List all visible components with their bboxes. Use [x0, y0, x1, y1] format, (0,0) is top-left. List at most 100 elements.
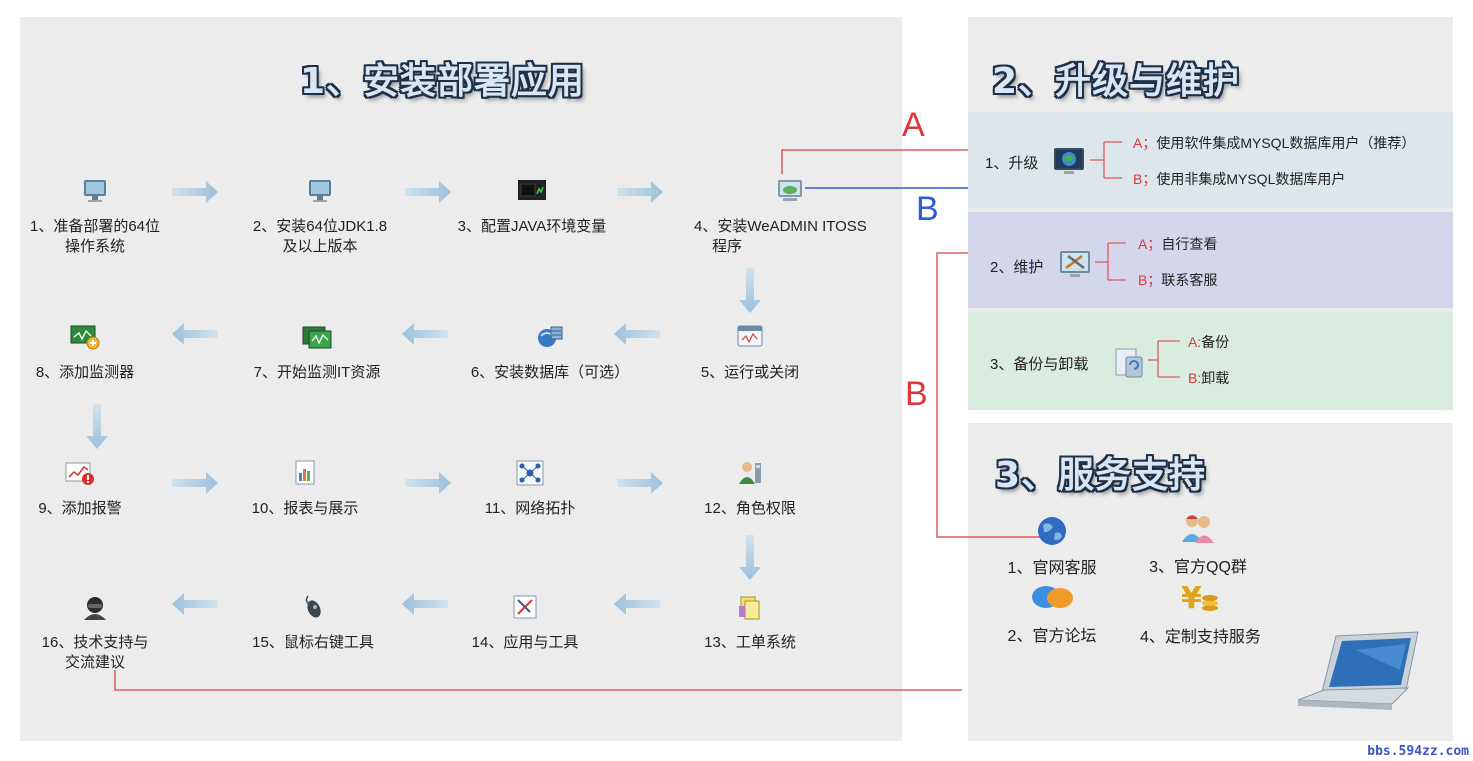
database-icon: [538, 326, 563, 347]
arrow-left: [614, 593, 660, 615]
option-text: 使用软件集成MYSQL数据库用户（推荐）: [1156, 135, 1416, 151]
arrow-left: [614, 323, 660, 345]
upgrade-band: [968, 112, 1453, 208]
maintain-label: 2、维护: [990, 259, 1044, 276]
option-tag: B；: [1133, 171, 1157, 187]
tools-icon: [513, 595, 537, 619]
service-label: 1、官网客服: [1007, 560, 1097, 577]
arrow-down: [86, 404, 108, 449]
service-custom-support[interactable]: ¥ 4、定制支持服务: [1140, 578, 1261, 647]
option-tag: A:: [1188, 334, 1202, 350]
arrow-left: [172, 593, 218, 615]
step-16: 16、技术支持与 交流建议: [0, 594, 190, 673]
ticket-icon: [739, 596, 760, 620]
arrow-down: [739, 535, 761, 580]
step-9: 9、添加报警: [0, 460, 160, 519]
watermark: bbs.594zz.com: [1367, 744, 1469, 759]
maintain-bracket: [1095, 242, 1126, 281]
step-2: 2、安装64位JDK1.8 及以上版本: [225, 178, 415, 257]
arrow-right: [172, 472, 218, 494]
option-text: 使用非集成MYSQL数据库用户: [1156, 171, 1346, 187]
option-tag: A；: [1138, 236, 1162, 252]
mouse-icon: [305, 595, 321, 618]
arrow-right: [617, 181, 663, 203]
connector-b-label: B: [916, 190, 939, 228]
service-label: 4、定制支持服务: [1140, 629, 1261, 646]
backup-bracket: [1148, 340, 1180, 378]
upgrade-option-b: B；使用非集成MYSQL数据库用户: [1133, 169, 1345, 189]
step-11: 11、网络拓扑: [435, 460, 625, 519]
add-monitor-icon: [70, 325, 100, 350]
arrow-left: [402, 593, 448, 615]
laptop-icon: [1297, 631, 1419, 710]
step-label: 9、添加报警: [38, 500, 122, 517]
step-sub: 程序: [712, 238, 743, 255]
yen-coins-icon: ¥: [1181, 581, 1218, 616]
step-label: 15、鼠标右键工具: [252, 634, 374, 651]
option-text: 自行查看: [1161, 236, 1218, 252]
arrow-left: [172, 323, 218, 345]
flow-arrows: [86, 181, 761, 615]
arrow-right: [617, 472, 663, 494]
service-label: 3、官方QQ群: [1149, 559, 1247, 576]
connector-b2-line: [936, 252, 1040, 538]
option-tag: A；: [1133, 135, 1157, 151]
monitor-icon: [309, 180, 331, 202]
step-label: 16、技术支持与: [41, 634, 149, 651]
option-text: 备份: [1201, 334, 1230, 350]
step-label: 10、报表与展示: [251, 500, 359, 517]
backup-option-a: A:备份: [1188, 332, 1229, 352]
service-official-website[interactable]: 1、官网客服: [992, 515, 1112, 578]
step-label: 13、工单系统: [704, 634, 796, 651]
step-13: 13、工单系统: [655, 594, 845, 653]
step-label: 14、应用与工具: [471, 634, 579, 651]
arrow-right: [405, 181, 451, 203]
arrow-left: [402, 323, 448, 345]
step-14: 14、应用与工具: [430, 594, 620, 653]
step-label: 3、配置JAVA环境变量: [457, 218, 607, 235]
option-tag: B:: [1188, 370, 1202, 386]
upgrade-monitor-icon: [1054, 148, 1084, 174]
maintain-option-b: B；联系客服: [1138, 270, 1217, 290]
install-deploy-panel: [20, 17, 902, 741]
step-5: 5、运行或关闭: [655, 324, 845, 383]
upgrade-label: 1、升级: [985, 155, 1039, 172]
option-text: 卸载: [1201, 370, 1230, 386]
step-label: 5、运行或关闭: [700, 364, 800, 381]
support-feedback-line: [114, 670, 962, 691]
arrow-down: [739, 268, 761, 313]
connector-a-line: [781, 149, 968, 174]
service-official-forum[interactable]: 2、官方论坛: [992, 583, 1112, 646]
section1-title: 1、安装部署应用: [300, 61, 586, 102]
install-icon: [778, 180, 802, 201]
option-text: 联系客服: [1161, 272, 1218, 288]
step-10: 10、报表与展示: [210, 460, 400, 519]
step-label: 2、安装64位JDK1.8: [252, 218, 388, 235]
arrow-right: [405, 472, 451, 494]
step-1: 1、准备部署的64位 操作系统: [0, 178, 190, 257]
step-sub: 操作系统: [64, 238, 125, 255]
topology-icon: [516, 460, 544, 486]
step-6: 6、安装数据库（可选）: [455, 324, 645, 383]
backup-label: 3、备份与卸载: [990, 356, 1089, 373]
backup-recycle-icon: [1115, 348, 1143, 378]
support-agent-icon: [84, 597, 106, 620]
user-role-icon: [739, 462, 761, 484]
step-sub: 及以上版本: [282, 238, 358, 255]
upgrade-option-a: A；使用软件集成MYSQL数据库用户（推荐）: [1133, 133, 1415, 153]
step-8: 8、添加监测器: [0, 324, 170, 383]
alarm-chart-icon: [65, 462, 94, 485]
backup-option-b: B:卸载: [1188, 368, 1229, 388]
step-7: 7、开始监测IT资源: [222, 324, 412, 383]
upgrade-bracket: [1090, 141, 1122, 179]
window-icon: [737, 325, 763, 347]
step-4: 4、安装WeADMIN ITOSS 程序: [690, 178, 890, 257]
connector-b2-label: B: [905, 375, 928, 413]
option-tag: B；: [1138, 272, 1162, 288]
monitor-icon: [84, 180, 106, 202]
maintain-option-a: A；自行查看: [1138, 234, 1217, 254]
step-3: 3、配置JAVA环境变量: [437, 178, 627, 237]
step-label: 8、添加监测器: [35, 364, 135, 381]
service-qq-group[interactable]: 3、官方QQ群: [1138, 510, 1258, 577]
monitor-screens-icon: [302, 326, 332, 349]
